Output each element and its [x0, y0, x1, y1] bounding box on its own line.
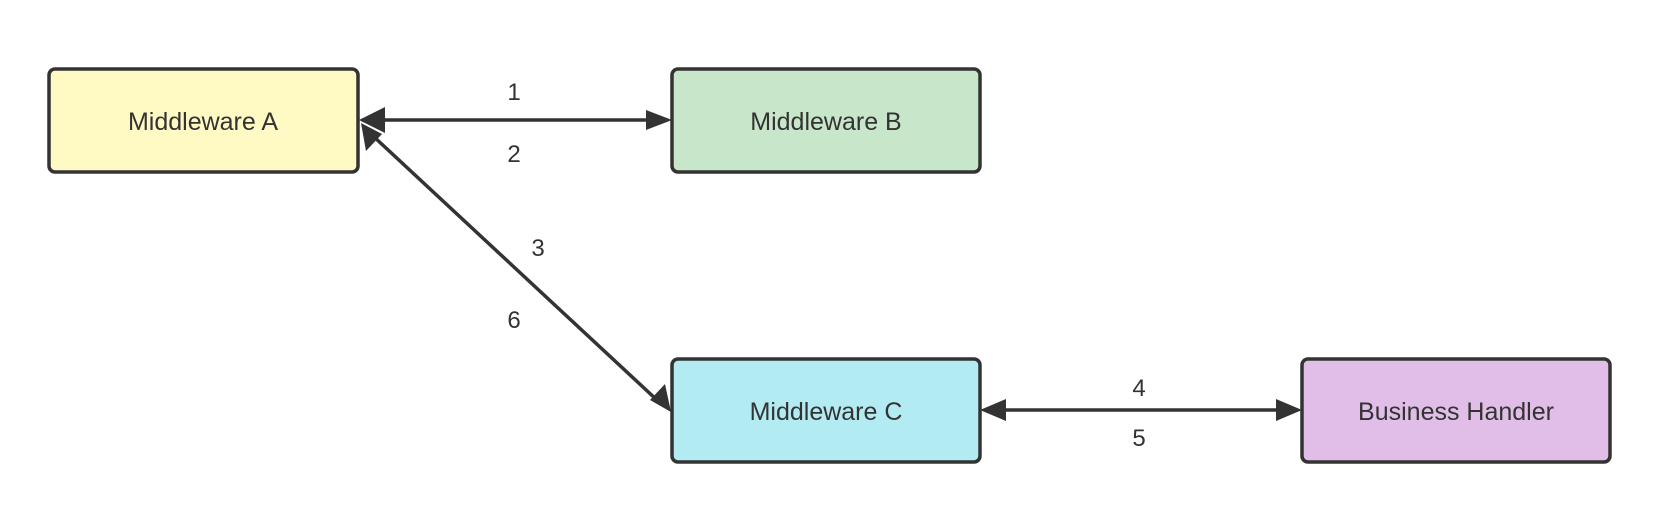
node-box-middleware-c: [670, 357, 982, 464]
node-label-business-handler: Business Handler: [1358, 398, 1554, 426]
node-label-middleware-b: Middleware B: [750, 108, 901, 136]
node-label-middleware-a: Middleware A: [128, 108, 278, 136]
edge-label-3: 3: [531, 235, 544, 262]
edges: [359, 107, 1302, 421]
edge-a-c[interactable]: [370, 133, 660, 403]
node-box-middleware-b: [670, 67, 982, 174]
node-middleware-b[interactable]: Middleware B: [670, 67, 982, 174]
edge-label-1: 1: [507, 79, 520, 106]
edge-labels: 1 2 3 6 4 5: [507, 79, 1145, 452]
edge-label-5: 5: [1132, 425, 1145, 452]
edge-label-4: 4: [1132, 375, 1145, 402]
arrowhead-a-c-start: [361, 123, 382, 151]
arrowhead-c-handler-start: [980, 399, 1006, 421]
arrowhead-c-handler-end: [1276, 399, 1302, 421]
node-label-middleware-c: Middleware C: [750, 398, 903, 426]
edge-label-6: 6: [507, 307, 520, 334]
edge-label-2: 2: [507, 141, 520, 168]
node-box-business-handler: [1300, 357, 1612, 464]
node-box-middleware-a: [47, 67, 360, 174]
node-business-handler[interactable]: Business Handler: [1300, 357, 1612, 464]
arrowhead-a-b-end: [646, 110, 672, 130]
node-middleware-c[interactable]: Middleware C: [670, 357, 982, 464]
node-middleware-a[interactable]: Middleware A: [47, 67, 360, 174]
arrowhead-a-b-start: [359, 107, 385, 133]
arrowhead-a-c-end: [650, 384, 671, 412]
